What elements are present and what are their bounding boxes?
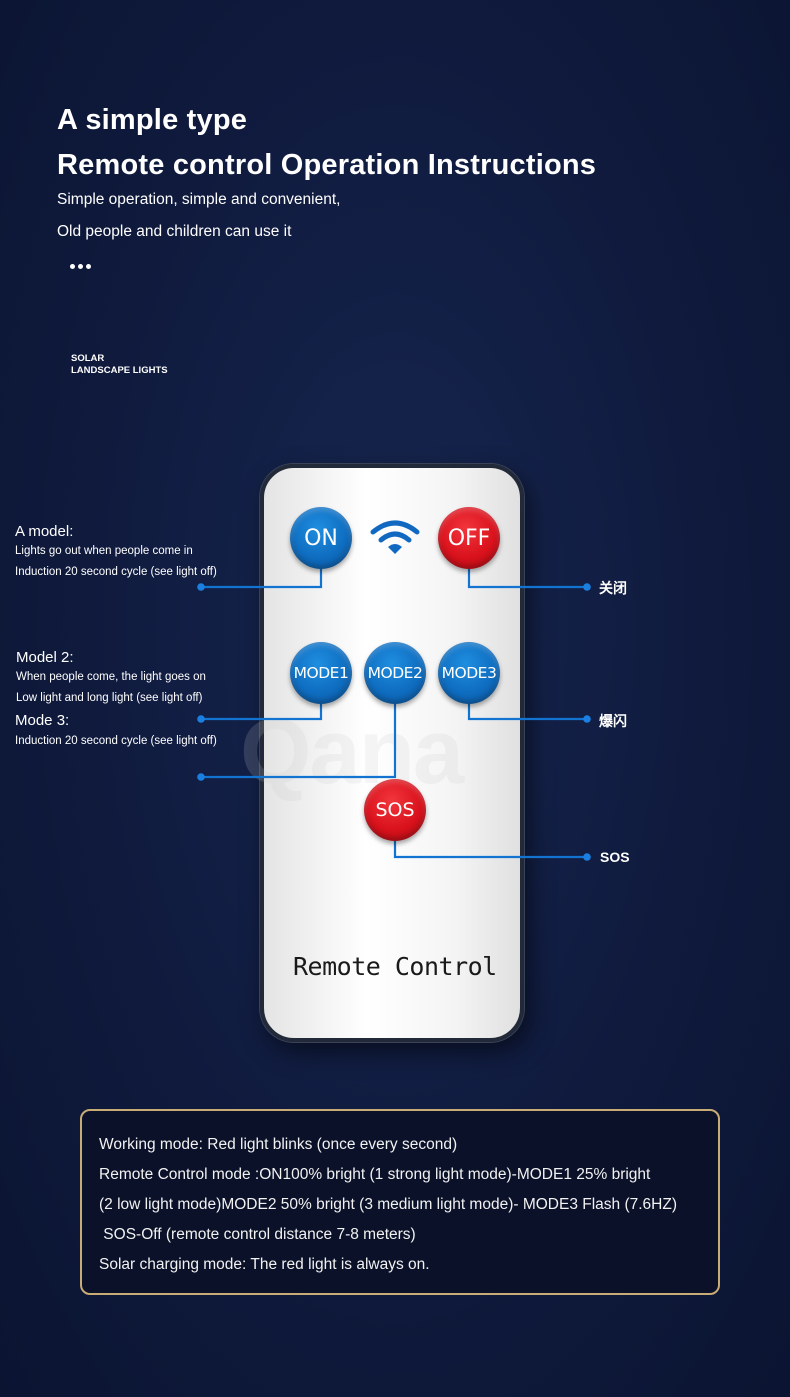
a-model-line-2: Induction 20 second cycle (see light off… — [15, 566, 217, 578]
model2-title: Model 2: — [16, 649, 74, 666]
on-button[interactable]: ON — [290, 507, 352, 569]
title-line-1: A simple type — [57, 104, 248, 136]
title-line-2: Remote control Operation Instructions — [57, 149, 597, 181]
remote-control-label: Remote Control — [293, 952, 497, 981]
a-model-title: A model: — [15, 523, 74, 540]
info-line-sos: SOS-Off (remote control distance 7-8 met… — [99, 1226, 416, 1243]
mode3-title: Mode 3: — [15, 712, 70, 729]
a-model-line-1: Lights go out when people come in — [15, 545, 193, 557]
subtitle-line-2: Old people and children can use it — [57, 223, 292, 240]
connector-dot-mode3 — [583, 715, 591, 723]
brand-label: SOLAR LANDSCAPE LIGHTS — [71, 353, 168, 377]
info-line-working-mode: Working mode: Red light blinks (once eve… — [99, 1136, 458, 1153]
connector-dot-off — [583, 583, 591, 591]
flash-function-label: 爆闪 — [599, 713, 627, 729]
connector-mode2 — [201, 690, 397, 779]
off-function-label: 关闭 — [599, 580, 627, 596]
connector-dot-mode1 — [197, 715, 205, 723]
mode3-button[interactable]: MODE3 — [438, 642, 500, 704]
mode2-button[interactable]: MODE2 — [364, 642, 426, 704]
brand-line-1: SOLAR — [71, 353, 105, 364]
wifi-icon — [370, 520, 420, 554]
model2-line-2: Low light and long light (see light off) — [16, 692, 203, 704]
subtitle-line-1: Simple operation, simple and convenient, — [57, 191, 341, 208]
connector-dot-sos — [583, 853, 591, 861]
info-line-remote-mode: Remote Control mode :ON100% bright (1 st… — [99, 1166, 651, 1183]
info-line-solar: Solar charging mode: The red light is al… — [99, 1256, 430, 1273]
mode3-line-1: Induction 20 second cycle (see light off… — [15, 735, 217, 747]
mode1-button[interactable]: MODE1 — [290, 642, 352, 704]
ellipsis-icon — [70, 264, 91, 269]
sos-function-label: SOS — [600, 849, 630, 865]
connector-sos — [393, 830, 587, 859]
info-line-remote-mode-cont: (2 low light mode)MODE2 50% bright (3 me… — [99, 1196, 677, 1213]
connector-dot-on — [197, 583, 205, 591]
instructions-box: Working mode: Red light blinks (once eve… — [80, 1109, 720, 1295]
brand-line-2: LANDSCAPE LIGHTS — [71, 365, 168, 376]
model2-line-1: When people come, the light goes on — [16, 671, 206, 683]
connector-dot-mode2 — [197, 773, 205, 781]
off-button[interactable]: OFF — [438, 507, 500, 569]
sos-button[interactable]: SOS — [364, 779, 426, 841]
